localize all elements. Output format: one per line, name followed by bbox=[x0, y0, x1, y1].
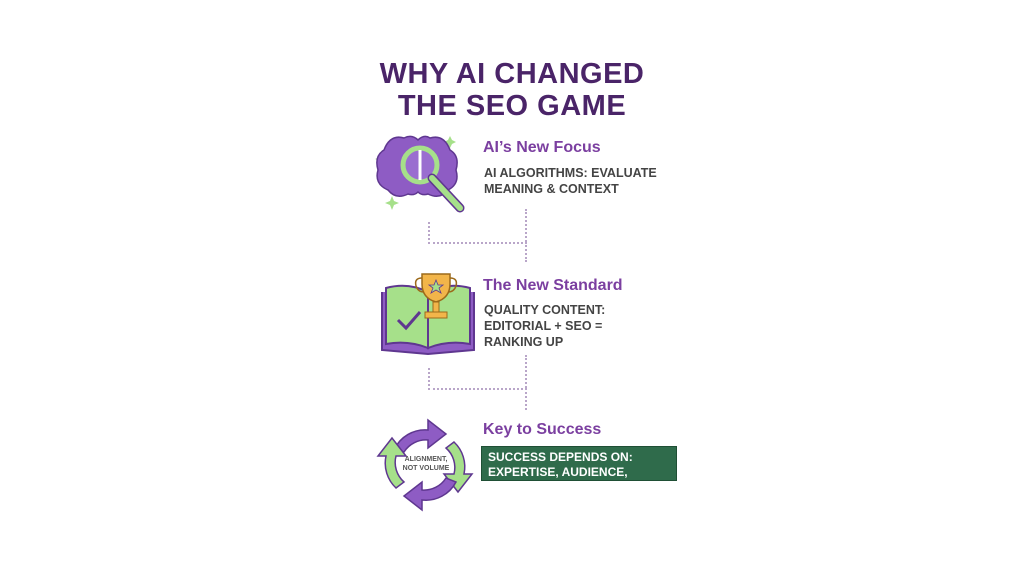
connector bbox=[525, 209, 527, 242]
connector bbox=[525, 355, 527, 388]
section-heading: Key to Success bbox=[483, 421, 602, 438]
cycle-arrows-icon bbox=[376, 418, 474, 512]
infographic-title: WHY AI CHANGED THE SEO GAME bbox=[379, 58, 645, 122]
connector bbox=[525, 388, 527, 410]
connector bbox=[428, 222, 527, 244]
brain-magnifier-icon bbox=[375, 135, 465, 213]
success-callout: SUCCESS DEPENDS ON: EXPERTISE, AUDIENCE,… bbox=[481, 446, 677, 494]
cycle-label: ALIGNMENT, NOT VOLUME bbox=[402, 456, 450, 472]
section-heading: The New Standard bbox=[483, 277, 623, 294]
connector bbox=[428, 368, 527, 390]
section-text: AI ALGORITHMS: EVALUATE MEANING & CONTEX… bbox=[484, 166, 657, 196]
section-heading: AI’s New Focus bbox=[483, 139, 601, 156]
connector bbox=[525, 242, 527, 262]
book-trophy-icon bbox=[381, 273, 475, 356]
section-text: QUALITY CONTENT: EDITORIAL + SEO = RANKI… bbox=[484, 303, 606, 349]
